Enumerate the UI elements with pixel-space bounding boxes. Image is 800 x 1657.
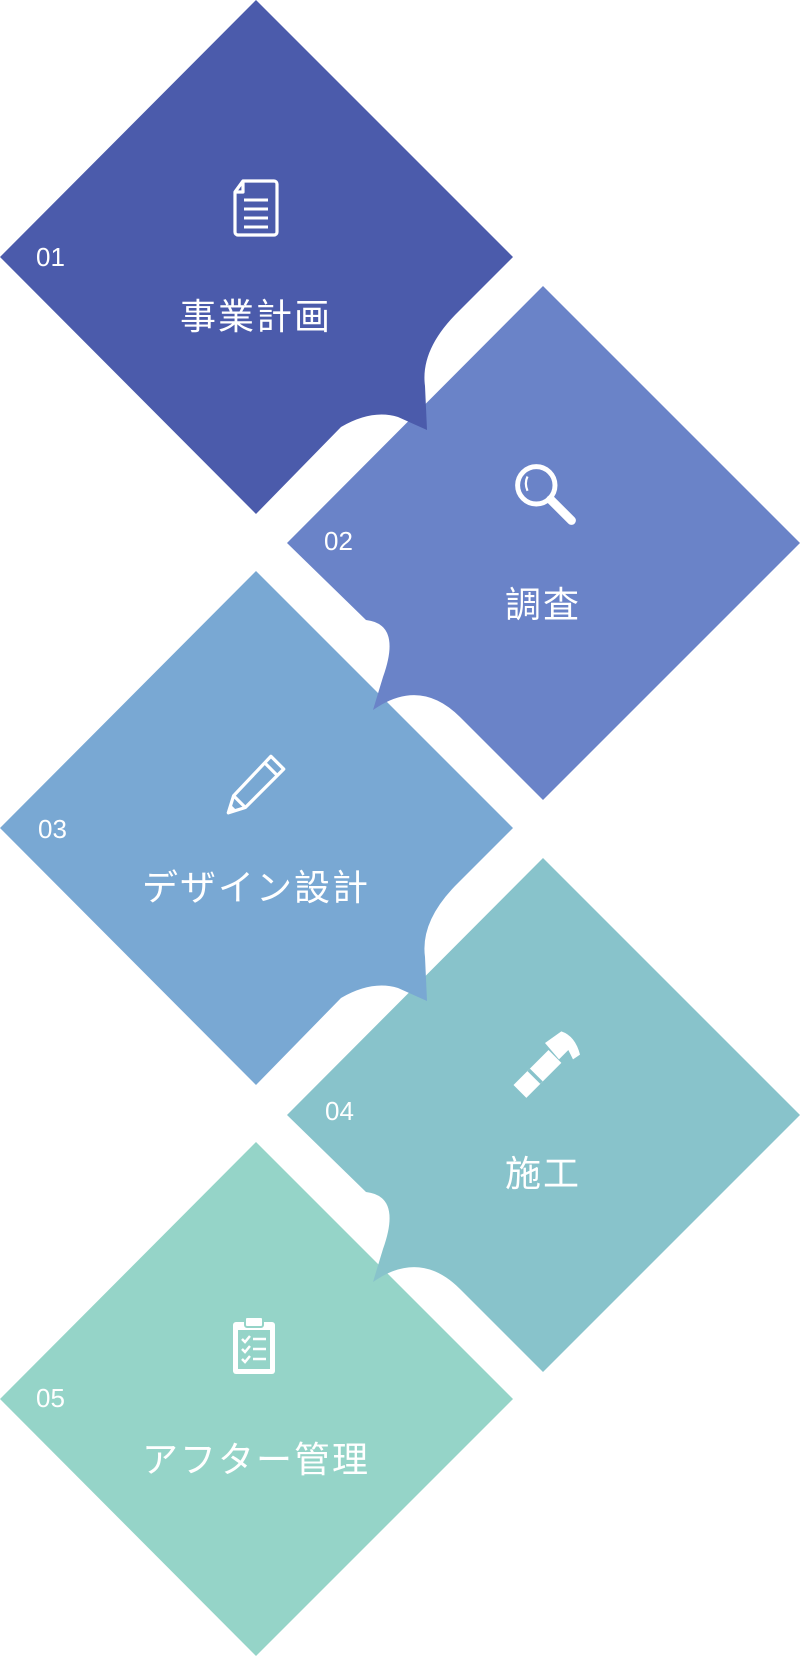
clipboard-icon [231, 1315, 277, 1376]
step-3: 03 デザイン設計 [0, 571, 513, 1085]
step-5: 05 アフター管理 [0, 1142, 513, 1656]
step-5-label: アフター管理 [142, 1440, 370, 1481]
step-3-label: デザイン設計 [142, 868, 370, 909]
step-1: 01 事業計画 [0, 0, 513, 514]
step-5-shape [0, 1142, 513, 1656]
step-1-shape [0, 0, 513, 514]
step-2-number: 02 [324, 526, 353, 556]
step-3-number: 03 [38, 814, 67, 844]
step-1-number: 01 [36, 242, 65, 272]
step-1-label: 事業計画 [180, 297, 332, 338]
step-2-label: 調査 [505, 585, 581, 626]
step-5-number: 05 [36, 1383, 65, 1413]
step-4-number: 04 [325, 1096, 354, 1126]
step-4-label: 施工 [505, 1154, 581, 1195]
step-3-shape [0, 571, 513, 1085]
